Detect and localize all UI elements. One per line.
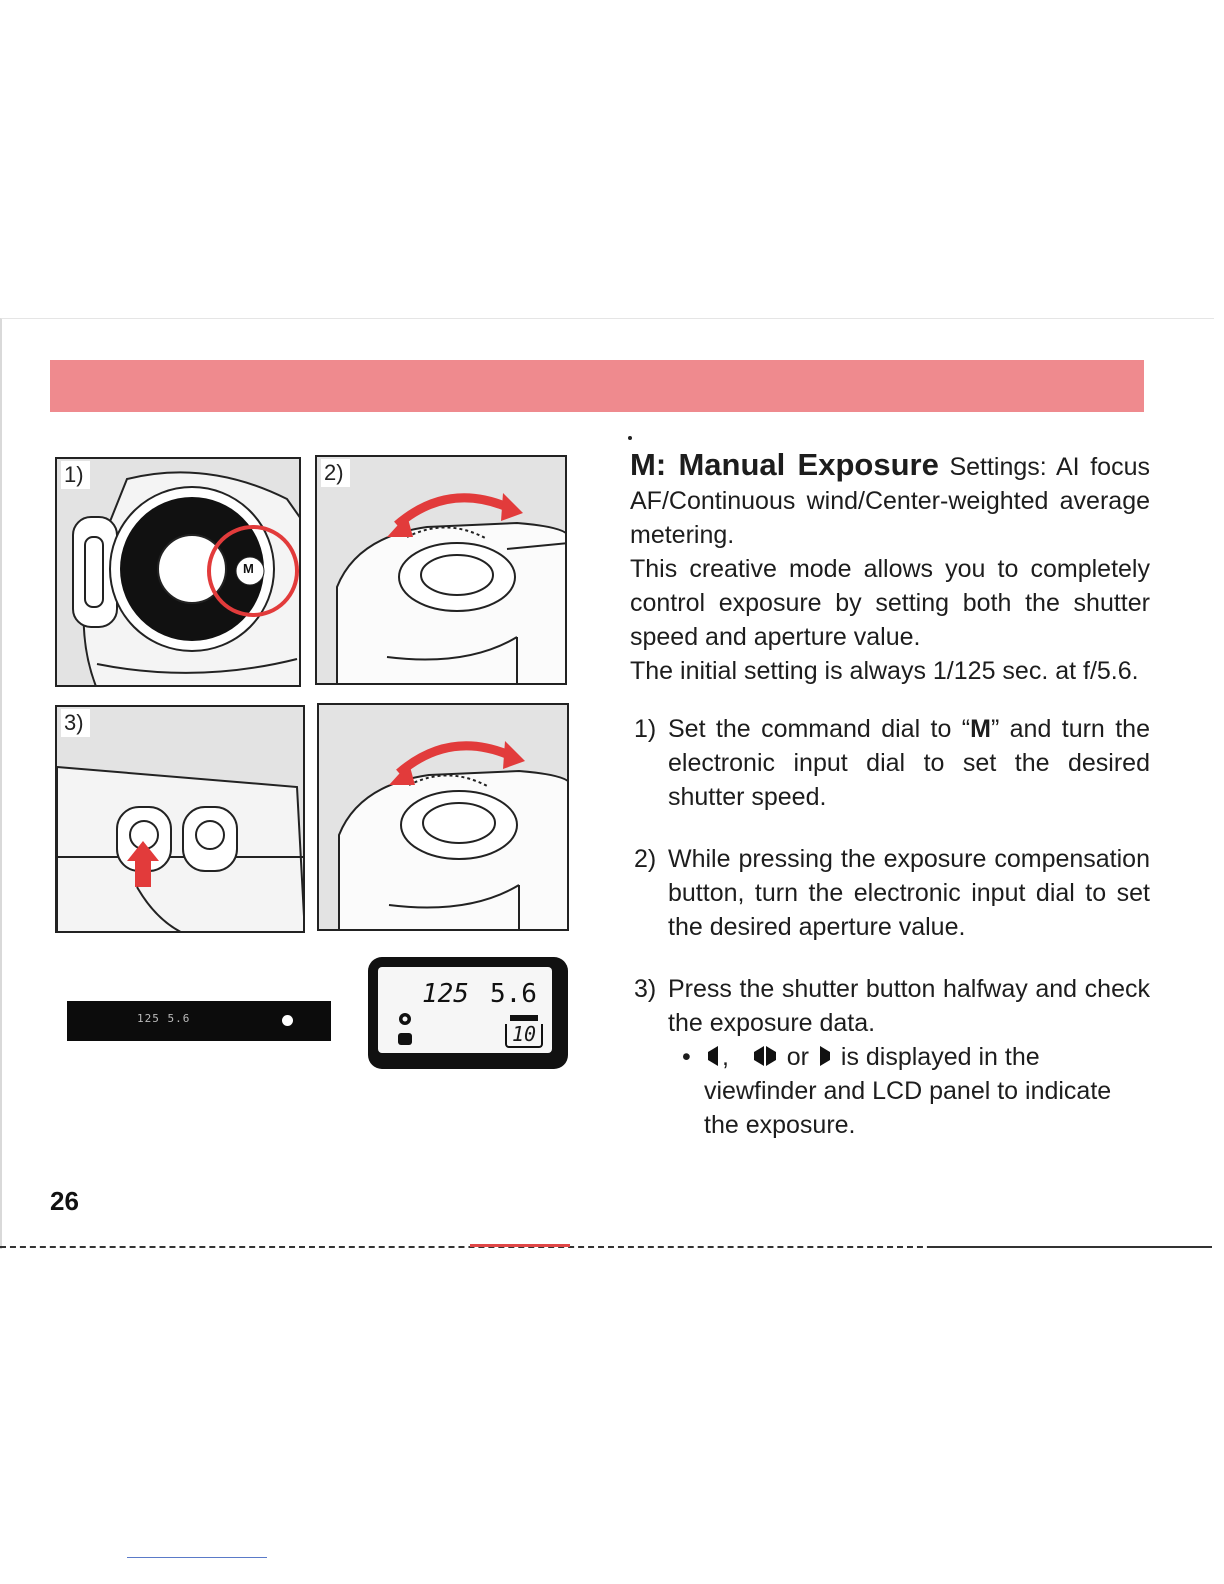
bottom-red-mark [470,1244,570,1247]
step-1-text-post: ” and turn the electronic input dial to … [668,715,1150,811]
indicator-or: or [786,1043,809,1071]
panel-label-3: 3) [61,709,90,737]
indicator-separator: , [722,1043,729,1071]
step-3-number: 3) [634,975,657,1003]
step-1-number: 1) [634,715,657,743]
figure-panel-2: 2) [315,455,567,685]
panel-label-2: 2) [321,459,350,487]
lcd-frame-counter: 10 [505,1024,543,1048]
step-3-text: Press the shutter button halfway and che… [668,975,1150,1037]
page-number: 26 [50,1186,79,1216]
viewfinder-display: 125 5.6 [67,1001,331,1041]
step-2-number: 2) [634,845,657,873]
command-dial-illustration [72,471,299,685]
intro-paragraph: This creative mode allows you to complet… [630,555,1150,651]
page-title: M: Manual Exposure [630,447,939,482]
bottom-rule-solid [930,1246,1212,1248]
bottom-rule [0,1246,1212,1248]
step-3: 3) Press the shutter button halfway and … [630,972,1150,1040]
compensation-button-illustration [57,765,303,931]
exposure-indicator-text: is displayed in the viewfinder and LCD p… [704,1043,1112,1139]
focus-indicator-dot [282,1015,293,1026]
viewfinder-readout: 125 5.6 [137,1012,191,1025]
scan-underline [127,1557,267,1558]
lcd-panel: 125 5.6 10 [368,957,568,1069]
underexposure-indicator-icon [708,1046,718,1066]
input-dial-illustration-aperture [338,741,567,929]
title-paragraph: M: Manual Exposure Settings: AI focus AF… [630,448,1150,552]
overexposure-indicator-icon [819,1046,830,1066]
lcd-aperture: 5.6 [490,979,537,1009]
step-1-mode-letter: M [970,715,991,743]
figure-panel-4 [317,703,569,931]
lcd-indicator-icons [398,1013,538,1045]
dial-mode-marker: M [243,561,254,576]
exposure-indicator-note: • , or is displayed in the viewfinder an… [630,1040,1150,1142]
settings-text: Settings: AI focus AF/Continuous wind/Ce… [630,453,1150,549]
initial-setting-paragraph: The initial setting is always 1/125 sec.… [630,657,1139,685]
page-frame [0,318,1214,1249]
step-1: 1) Set the command dial to “M” and turn … [630,712,1150,814]
input-dial-illustration [336,493,565,683]
figure-panel-1: M 1) [55,457,301,687]
section-banner [50,360,1144,412]
bullet: • [682,1043,691,1071]
panel-label-1: 1) [61,461,90,489]
correct-exposure-indicator-icon [753,1046,776,1066]
step-2-text: While pressing the exposure compensation… [668,845,1150,941]
text-column: M: Manual Exposure Settings: AI focus AF… [630,448,1150,1142]
figure-panel-3: 3) [55,705,305,933]
lcd-shutter-speed: 125 [422,979,469,1009]
step-1-text-pre: Set the command dial to “ [668,715,971,743]
lcd-screen: 125 5.6 10 [378,967,552,1053]
print-speck [628,436,632,440]
step-2: 2) While pressing the exposure compensat… [630,842,1150,944]
